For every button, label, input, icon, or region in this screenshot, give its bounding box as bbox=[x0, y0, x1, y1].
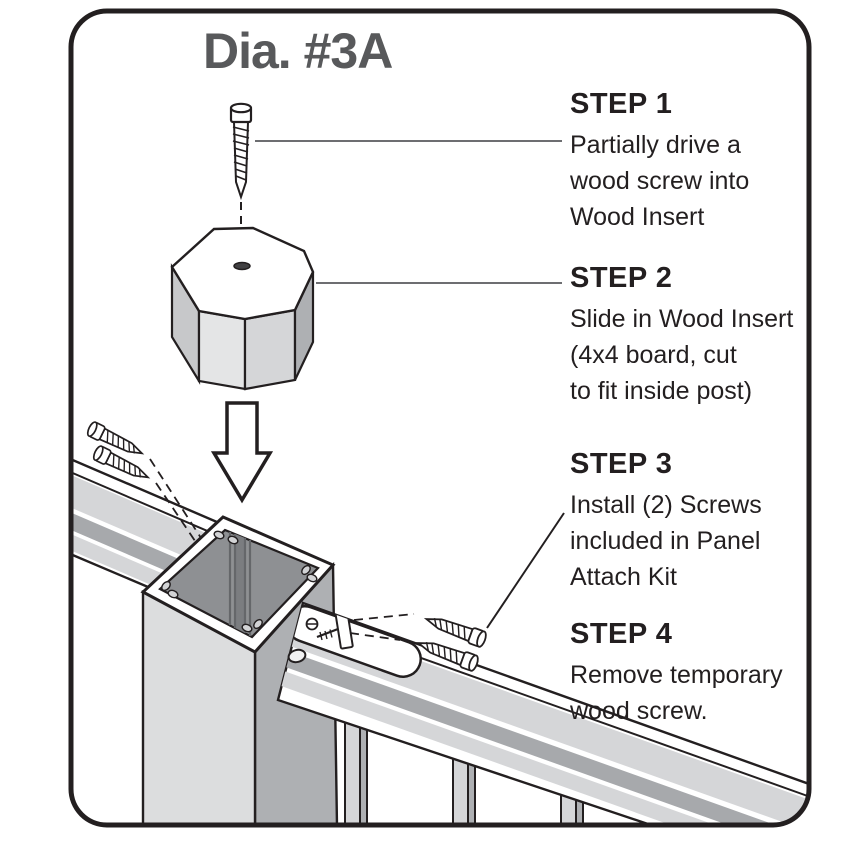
channel-lag-screw-icon bbox=[316, 627, 339, 641]
step-1-heading: STEP 1 bbox=[570, 88, 673, 120]
step-2-heading: STEP 2 bbox=[570, 262, 673, 294]
step-2: STEP 2 Slide in Wood Insert (4x4 board, … bbox=[570, 262, 834, 409]
down-arrow-icon bbox=[210, 401, 274, 504]
wood-insert-icon bbox=[170, 226, 315, 391]
pilot-hole-icon bbox=[233, 261, 251, 271]
step-3: STEP 3 Install (2) Screws included in Pa… bbox=[570, 448, 834, 595]
step-3-heading: STEP 3 bbox=[570, 448, 673, 480]
step-4: STEP 4 Remove temporary wood screw. bbox=[570, 618, 834, 729]
diagram-border bbox=[68, 8, 812, 828]
post-screw-bosses bbox=[161, 530, 318, 633]
leader-line-step3 bbox=[486, 512, 565, 629]
right-rail-icon bbox=[276, 601, 809, 825]
step-1-body: Partially drive a wood screw into Wood I… bbox=[570, 131, 750, 231]
diagram-title: Dia. #3A bbox=[203, 23, 393, 79]
step-4-body: Remove temporary wood screw. bbox=[570, 661, 783, 725]
step-1: STEP 1 Partially drive a wood screw into… bbox=[570, 88, 834, 235]
step-3-body: Install (2) Screws included in Panel Att… bbox=[570, 491, 762, 591]
rail-channel bbox=[286, 605, 422, 678]
step-4-heading: STEP 4 bbox=[570, 618, 673, 650]
rail-screw-hole-icon bbox=[287, 648, 307, 664]
step-2-body: Slide in Wood Insert (4x4 board, cut to … bbox=[570, 305, 794, 405]
